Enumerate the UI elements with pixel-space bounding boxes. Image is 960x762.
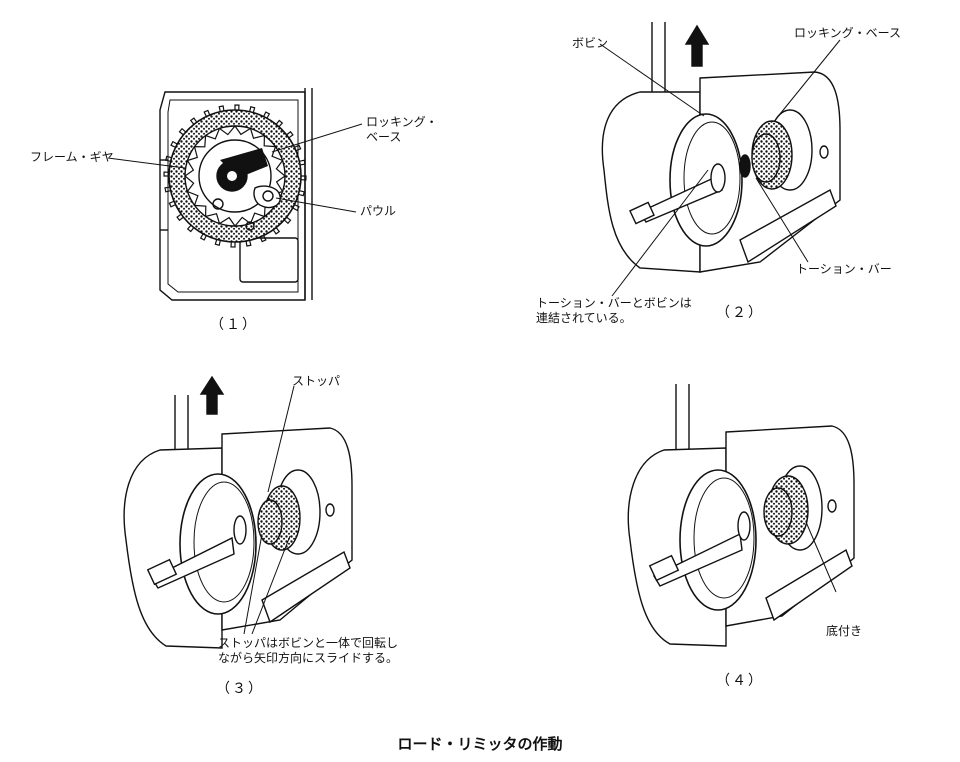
gear-tooth bbox=[168, 200, 176, 208]
panel-1-illustration bbox=[107, 88, 363, 301]
caption-panel-1: （１） bbox=[210, 317, 258, 333]
gear-tooth bbox=[164, 186, 171, 193]
gear-tooth bbox=[218, 105, 225, 112]
gear-tooth bbox=[286, 130, 294, 139]
gear-tooth bbox=[283, 216, 292, 225]
gear-tooth bbox=[275, 119, 284, 128]
caption-panel-3: （３） bbox=[216, 681, 264, 697]
label-bobbin: ボビン bbox=[572, 36, 609, 50]
gear-tooth bbox=[263, 111, 271, 119]
gear-tooth bbox=[230, 241, 236, 248]
gear-tooth bbox=[249, 106, 256, 113]
gear-tooth bbox=[199, 233, 207, 241]
caption-panel-2: （２） bbox=[716, 305, 764, 321]
gear-tooth bbox=[272, 227, 281, 235]
gear-tooth bbox=[234, 104, 240, 111]
panel-3-illustration bbox=[123, 375, 353, 649]
gear-tooth bbox=[165, 155, 172, 162]
panel-4-illustration bbox=[627, 384, 855, 647]
label-torsion-bar-note: トーション・バーとボビンは 連結されている。 bbox=[536, 296, 692, 325]
gear-tooth bbox=[163, 171, 170, 177]
gear-tooth bbox=[259, 235, 267, 243]
gear-tooth bbox=[170, 140, 178, 148]
gear-tooth bbox=[189, 117, 198, 125]
gear-tooth bbox=[203, 109, 211, 117]
label-pawl: パウル bbox=[360, 204, 397, 218]
label-torsion-bar: トーション・バー bbox=[796, 262, 892, 276]
panel-2-illustration bbox=[599, 22, 841, 297]
gear-tooth bbox=[300, 175, 307, 181]
gear-tooth bbox=[298, 190, 305, 197]
gear-tooth bbox=[245, 240, 252, 247]
figure-title: ロード・リミッタの作動 bbox=[397, 735, 563, 753]
gear-tooth bbox=[186, 224, 195, 233]
label-frame-gear: フレーム・ギヤ bbox=[30, 150, 114, 164]
caption-panel-4: （４） bbox=[716, 673, 764, 689]
gear-tooth bbox=[176, 213, 184, 222]
label-locking-base-1: ロッキング・ ベース bbox=[366, 115, 438, 144]
gear-tooth bbox=[214, 239, 221, 246]
gear-tooth bbox=[294, 144, 302, 152]
label-stopper: ストッパ bbox=[292, 374, 341, 388]
gear-tooth bbox=[178, 127, 187, 136]
label-locking-base-2: ロッキング・ベース bbox=[794, 26, 902, 40]
gear-tooth bbox=[292, 204, 300, 212]
label-bottoming: 底付き bbox=[826, 624, 863, 638]
label-stopper-note: ストッパはボビンと一体で回転し ながら矢印方向にスライドする。 bbox=[218, 636, 399, 665]
gear-tooth bbox=[299, 159, 306, 166]
